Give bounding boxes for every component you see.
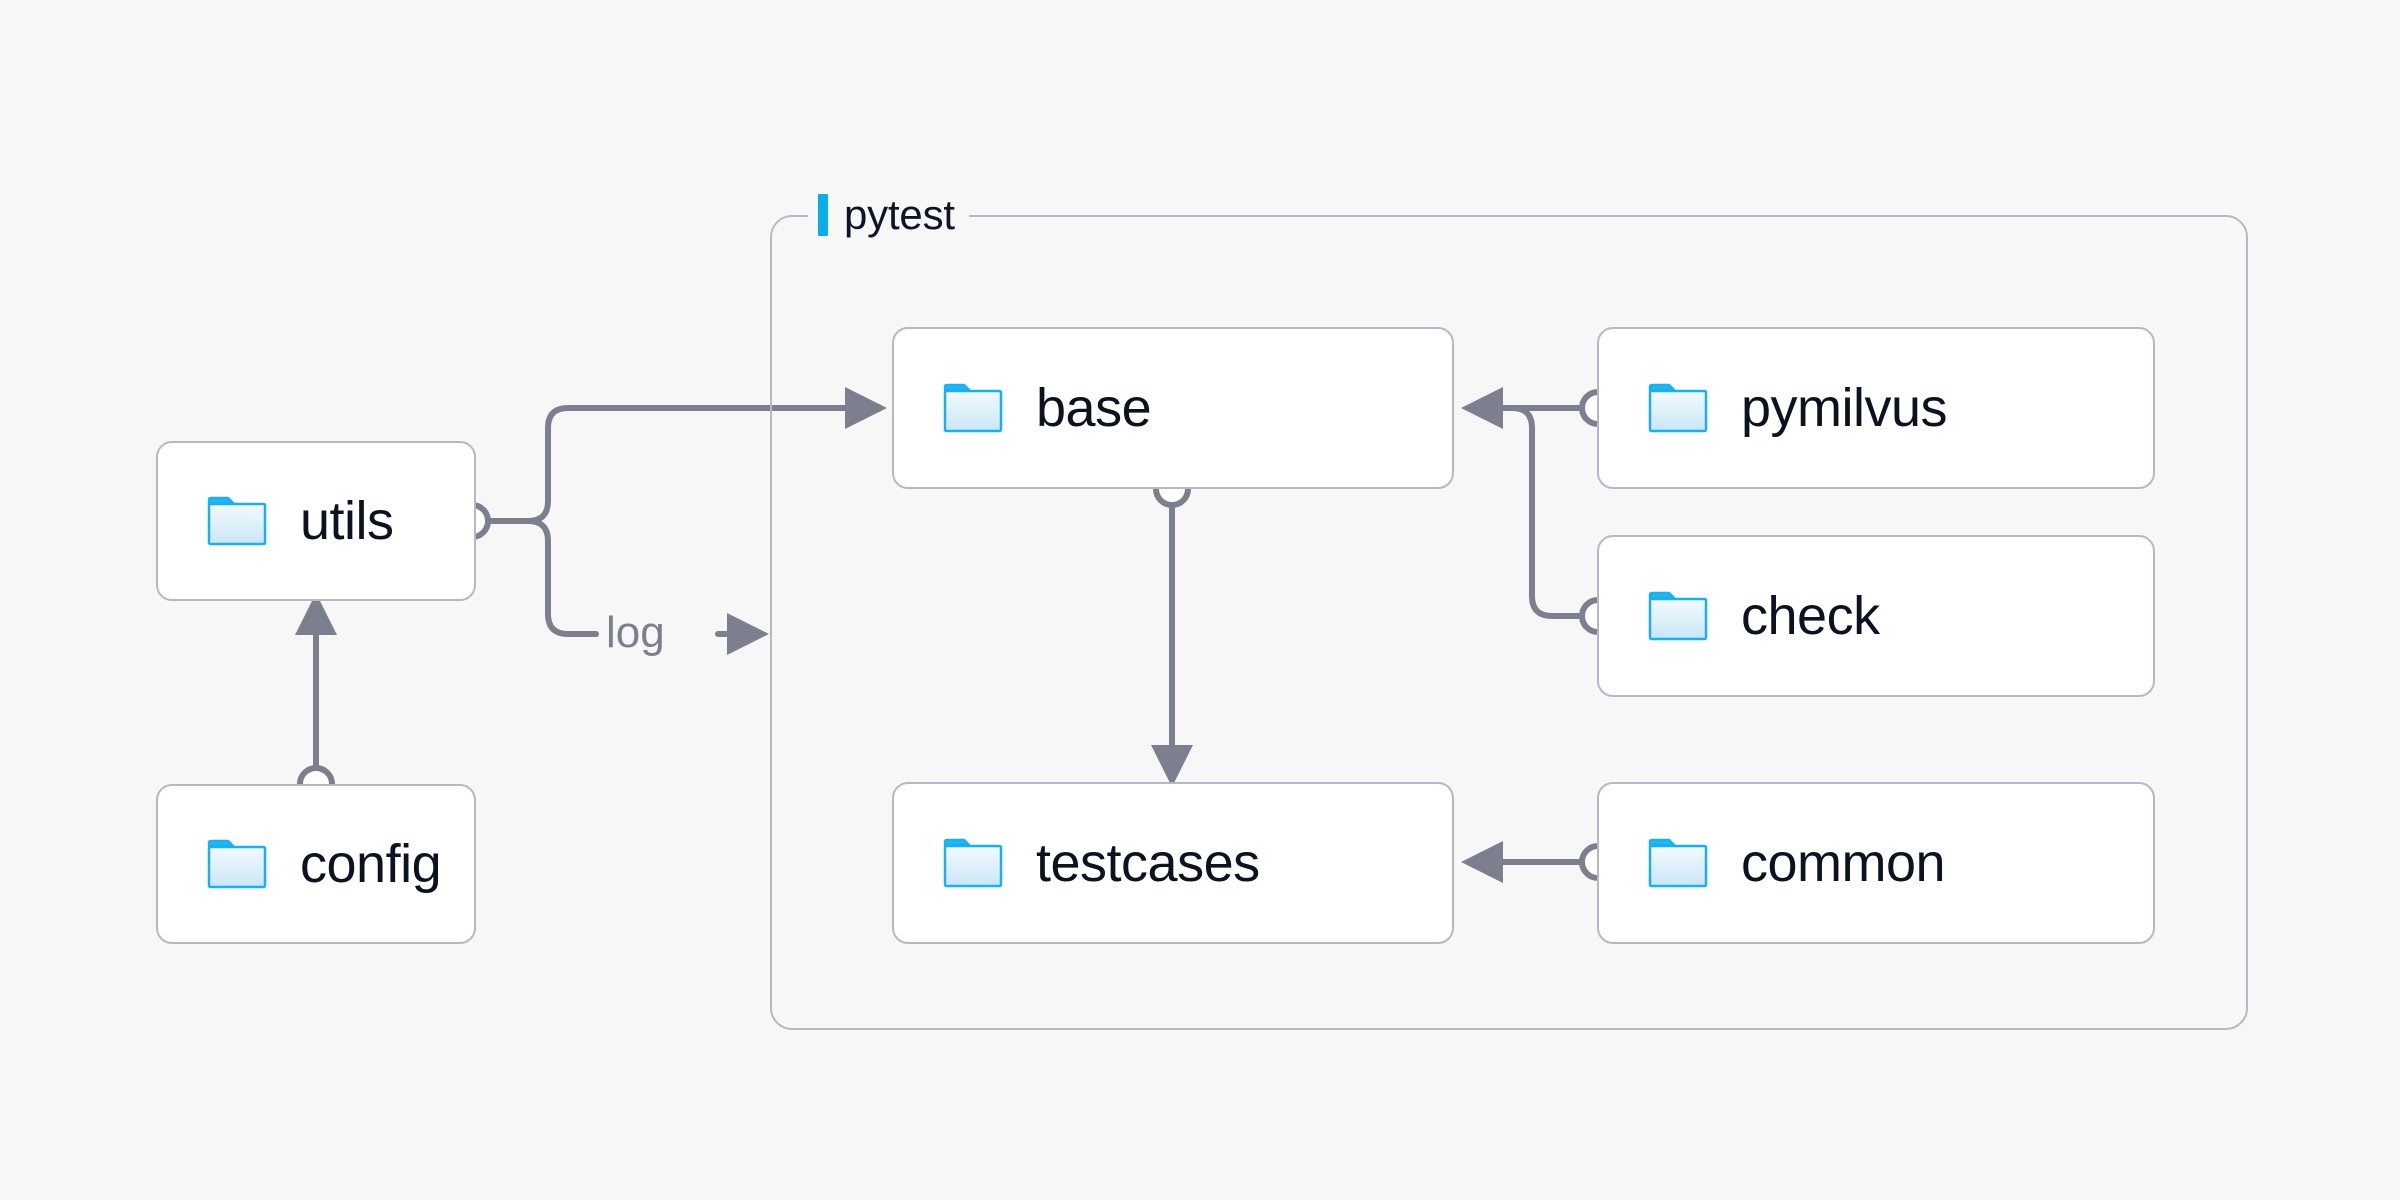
node-config[interactable]: config [156, 784, 476, 944]
folder-icon [943, 838, 1003, 888]
accent-bar-icon [818, 194, 828, 236]
group-pytest [770, 215, 2248, 1030]
node-testcases[interactable]: testcases [892, 782, 1454, 944]
node-label-utils: utils [300, 491, 394, 551]
edge-utils-log [525, 518, 599, 637]
group-pytest-label: pytest [808, 188, 969, 242]
node-utils[interactable]: utils [156, 441, 476, 601]
edge-label-log: log [606, 608, 665, 657]
node-label-pymilvus: pymilvus [1741, 378, 1948, 438]
folder-icon [1648, 383, 1708, 433]
node-label-testcases: testcases [1036, 833, 1260, 893]
folder-icon [1648, 838, 1708, 888]
folder-icon [1648, 591, 1708, 641]
group-title: pytest [844, 191, 955, 238]
node-common[interactable]: common [1597, 782, 2155, 944]
folder-icon [207, 496, 267, 546]
node-pymilvus[interactable]: pymilvus [1597, 327, 2155, 489]
folder-icon [943, 383, 1003, 433]
node-base[interactable]: base [892, 327, 1454, 489]
node-label-common: common [1741, 833, 1946, 893]
node-label-check: check [1741, 586, 1880, 646]
node-label-base: base [1036, 378, 1152, 438]
node-check[interactable]: check [1597, 535, 2155, 697]
folder-icon [207, 839, 267, 889]
node-label-config: config [300, 834, 442, 894]
